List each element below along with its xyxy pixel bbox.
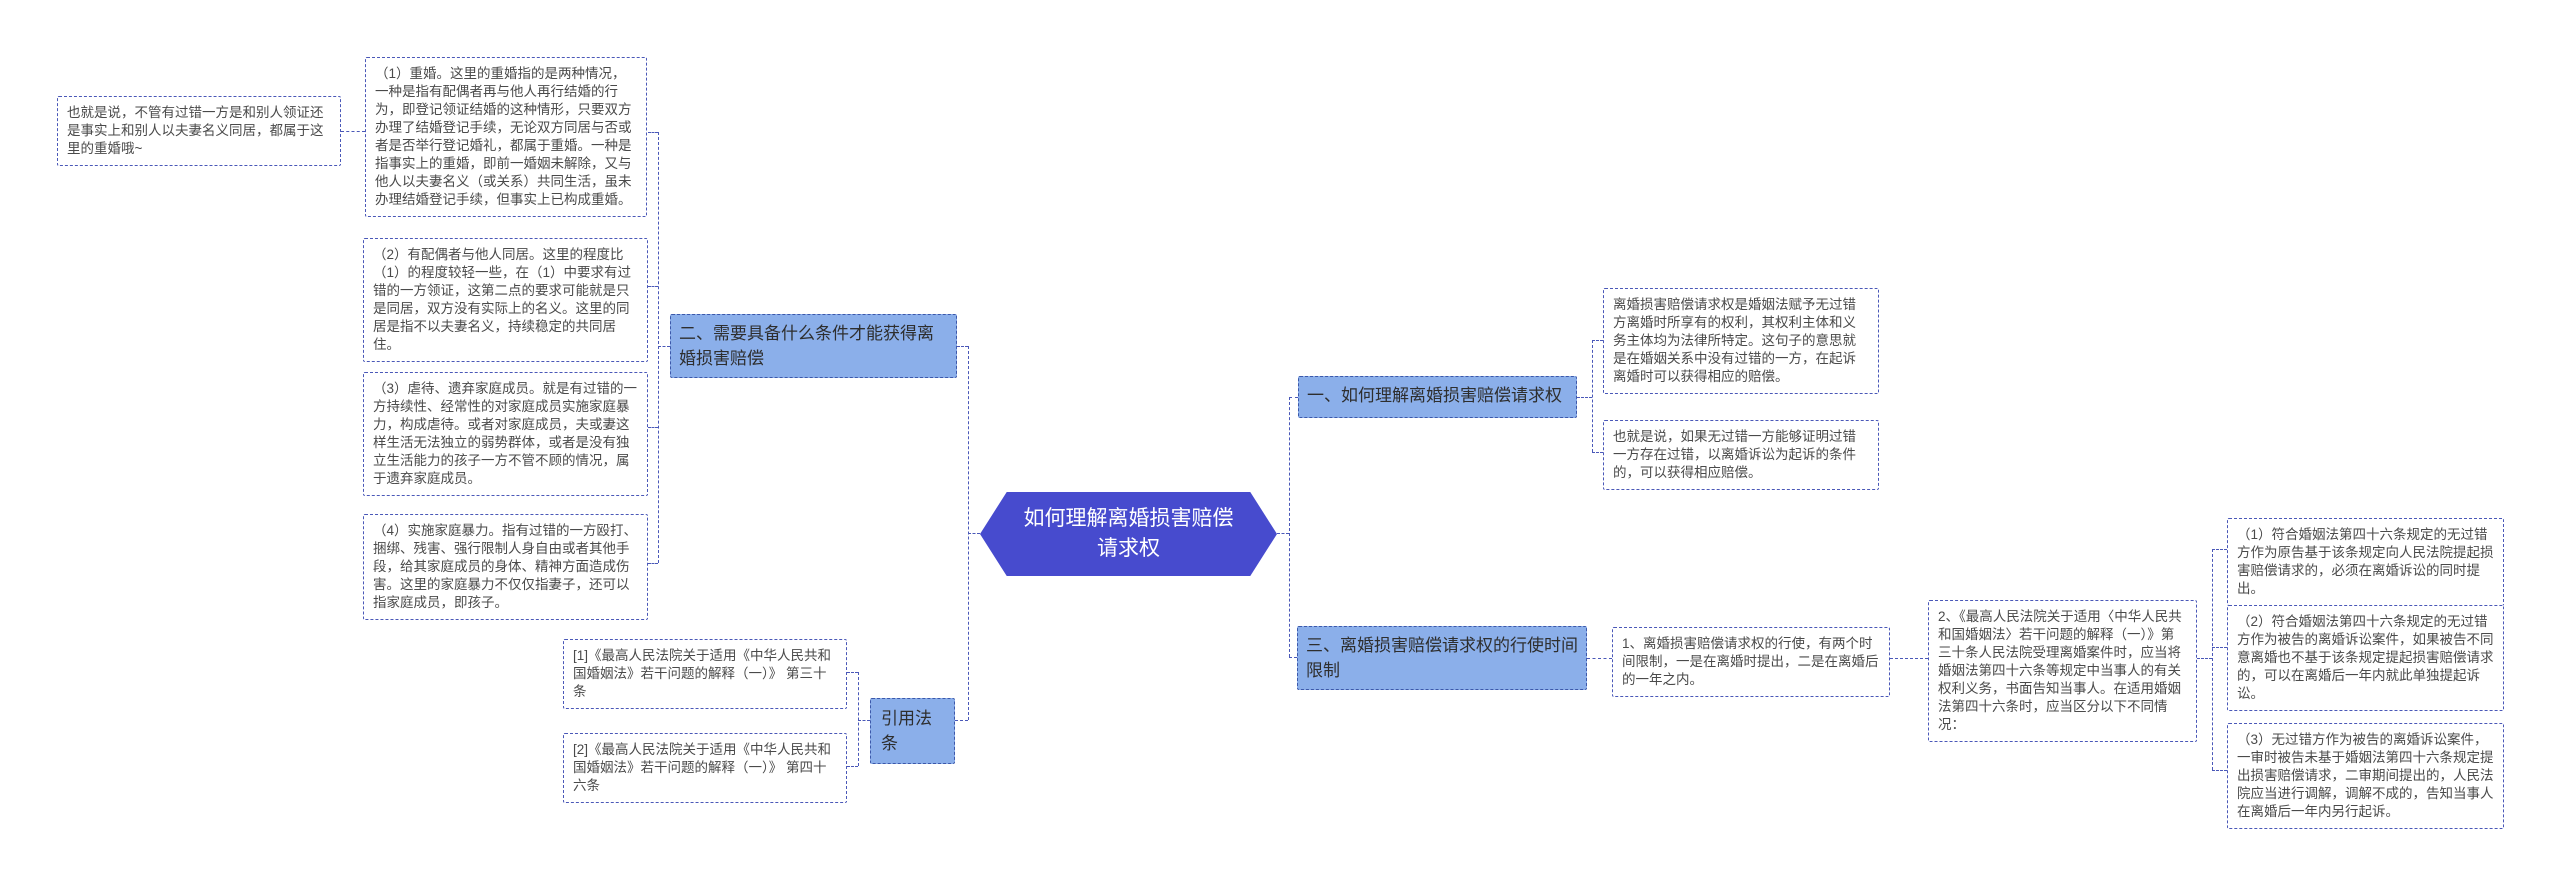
connector-line: [341, 131, 365, 132]
case-box[interactable]: （3）无过错方作为被告的离婚诉讼案件，一审时被告未基于婚姻法第四十六条规定提出损…: [2227, 723, 2504, 829]
case-box[interactable]: （1）符合婚姻法第四十六条规定的无过错方作为原告基于该条规定向人民法院提起损害赔…: [2227, 518, 2504, 606]
connector-line: [858, 720, 870, 721]
connector-line: [1577, 397, 1592, 398]
connector-line: [2212, 647, 2227, 648]
time-limit-point-box[interactable]: 2、《最高人民法院关于适用〈中华人民共和国婚姻法〉若干问题的解释（一）》第三十条…: [1928, 600, 2197, 742]
connector-line: [2197, 658, 2212, 659]
connector-line: [1289, 397, 1298, 398]
connector-line: [858, 672, 859, 766]
connector-line: [1587, 658, 1612, 659]
definition-note-box[interactable]: 也就是说，如果无过错一方能够证明过错一方存在过错，以离婚诉讼为起诉的条件的，可以…: [1603, 420, 1879, 490]
connector-line: [1592, 340, 1593, 452]
citation-ref-box[interactable]: [2]《最高人民法院关于适用《中华人民共和国婚姻法》若干问题的解释（一）》 第四…: [563, 733, 847, 803]
condition-item-box[interactable]: （4）实施家庭暴力。指有过错的一方殴打、捆绑、残害、强行限制人身自由或者其他手段…: [363, 514, 648, 620]
connector-line: [648, 563, 658, 564]
connector-line: [1890, 658, 1928, 659]
connector-line: [847, 766, 858, 767]
connector-line: [2212, 549, 2213, 770]
definition-note-box[interactable]: 离婚损害赔偿请求权是婚姻法赋予无过错方离婚时所享有的权利，其权利主体和义务主体均…: [1603, 288, 1879, 394]
connector-line: [658, 346, 670, 347]
time-limit-point-box[interactable]: 1、离婚损害赔偿请求权的行使，有两个时间限制，一是在离婚时提出，二是在离婚后的一…: [1612, 627, 1890, 697]
citation-node[interactable]: 引用法条: [870, 698, 955, 764]
case-box[interactable]: （2）符合婚姻法第四十六条规定的无过错方作为被告的离婚诉讼案件，如果被告不同意离…: [2227, 605, 2504, 711]
connector-line: [1592, 452, 1603, 453]
connector-line: [648, 132, 658, 133]
connector-line: [847, 672, 858, 673]
condition-item-box[interactable]: （3）虐待、遗弃家庭成员。就是有过错的一方持续性、经常性的对家庭成员实施家庭暴力…: [363, 372, 648, 496]
connector-line: [955, 720, 968, 721]
connector-line: [1289, 397, 1290, 657]
connector-line: [1277, 533, 1289, 534]
connector-line: [1592, 340, 1603, 341]
connector-line: [968, 533, 980, 534]
connector-line: [648, 286, 658, 287]
connector-line: [658, 132, 659, 563]
condition-item-box[interactable]: （2）有配偶者与他人同居。这里的程度比（1）的程度较轻一些，在（1）中要求有过错…: [363, 238, 648, 362]
connector-line: [2212, 549, 2227, 550]
connector-line: [1289, 657, 1297, 658]
topic-node-one[interactable]: 一、如何理解离婚损害赔偿请求权: [1298, 376, 1577, 418]
side-note-box[interactable]: 也就是说，不管有过错一方是和别人领证还是事实上和别人以夫妻名义同居，都属于这里的…: [57, 96, 341, 166]
connector-line: [957, 346, 968, 347]
topic-node-two[interactable]: 二、需要具备什么条件才能获得离婚损害赔偿: [670, 314, 957, 378]
condition-item-box[interactable]: （1）重婚。这里的重婚指的是两种情况，一种是指有配偶者再与他人再行结婚的行为，即…: [365, 57, 647, 217]
topic-node-three[interactable]: 三、离婚损害赔偿请求权的行使时间限制: [1297, 626, 1587, 690]
center-topic-node[interactable]: 如何理解离婚损害赔偿请求权: [980, 492, 1277, 576]
connector-line: [2212, 770, 2227, 771]
citation-ref-box[interactable]: [1]《最高人民法院关于适用《中华人民共和国婚姻法》若干问题的解释（一）》 第三…: [563, 639, 847, 709]
connector-line: [648, 427, 658, 428]
